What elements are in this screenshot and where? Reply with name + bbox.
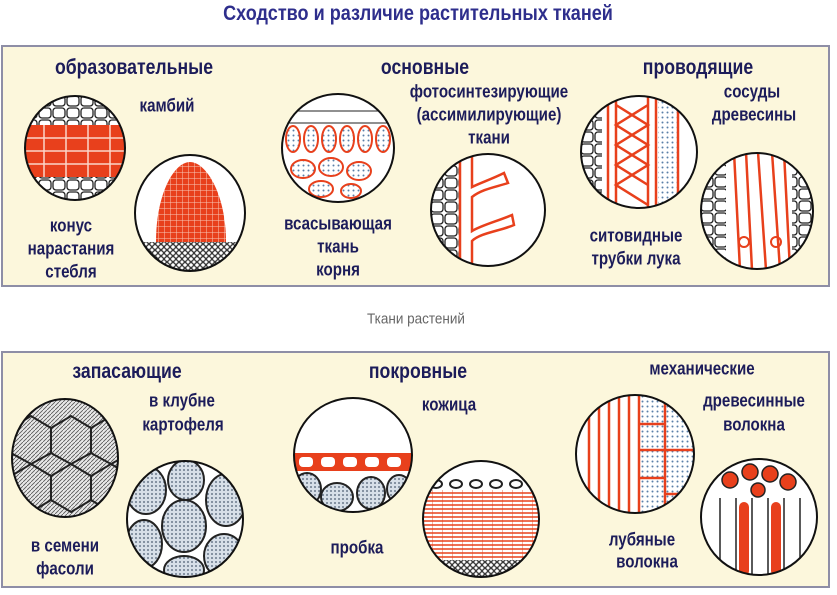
label-bean-2: фасоли bbox=[36, 558, 94, 579]
label-epidermis: кожица bbox=[421, 394, 477, 415]
label-cone-2: нарастания bbox=[27, 238, 115, 259]
label-bast-fibers-1: лубяные bbox=[608, 529, 676, 550]
label-cone-1: конус bbox=[49, 215, 93, 236]
wood-fibers-illustration bbox=[575, 394, 695, 514]
label-vessels-1: сосуды bbox=[723, 81, 781, 102]
photosynthetic-tissue-illustration bbox=[281, 93, 395, 203]
label-bean-1: в семени bbox=[30, 535, 100, 556]
label-potato-2: картофеля bbox=[142, 414, 224, 435]
heading-ground: основные bbox=[380, 56, 470, 79]
epidermis-illustration bbox=[293, 397, 413, 513]
label-cambium: камбий bbox=[139, 95, 195, 116]
root-hair-illustration bbox=[430, 153, 546, 267]
heading-storage: запасающие bbox=[72, 360, 182, 383]
heading-meristematic: образовательные bbox=[54, 56, 214, 79]
caption: Ткани растений bbox=[367, 310, 465, 328]
sieve-tubes-illustration bbox=[700, 152, 814, 270]
label-absorbing-2: ткань bbox=[317, 236, 359, 257]
label-absorbing-3: корня bbox=[316, 259, 360, 280]
label-photosynthetic-3: ткани bbox=[468, 127, 510, 148]
page-title: Сходство и различие растительных тканей bbox=[223, 2, 613, 25]
potato-tuber-illustration bbox=[11, 398, 119, 518]
heading-protective: покровные bbox=[368, 360, 468, 383]
label-sieve-2: трубки лука bbox=[591, 248, 681, 269]
label-wood-fibers-1: древесинные bbox=[703, 390, 805, 411]
heading-conductive: проводящие bbox=[642, 56, 754, 79]
label-photosynthetic-2: (ассимилирующие) bbox=[416, 104, 562, 125]
growth-cone-illustration bbox=[134, 154, 246, 272]
cork-illustration bbox=[422, 460, 540, 578]
bean-seed-illustration bbox=[126, 460, 244, 578]
label-photosynthetic-1: фотосинтезирующие bbox=[409, 81, 569, 102]
label-bast-fibers-2: волокна bbox=[616, 551, 678, 572]
label-cone-3: стебля bbox=[45, 261, 97, 282]
label-potato-1: в клубне bbox=[149, 390, 215, 411]
label-wood-fibers-2: волокна bbox=[723, 414, 785, 435]
heading-mechanical: механические bbox=[649, 358, 755, 379]
label-vessels-2: древесины bbox=[711, 104, 797, 125]
bast-fibers-illustration bbox=[700, 458, 818, 576]
label-sieve-1: ситовидные bbox=[589, 225, 683, 246]
xylem-vessels-illustration bbox=[580, 95, 698, 209]
label-cork: пробка bbox=[330, 537, 384, 558]
label-absorbing-1: всасывающая bbox=[284, 213, 392, 234]
cambium-illustration bbox=[24, 95, 126, 201]
